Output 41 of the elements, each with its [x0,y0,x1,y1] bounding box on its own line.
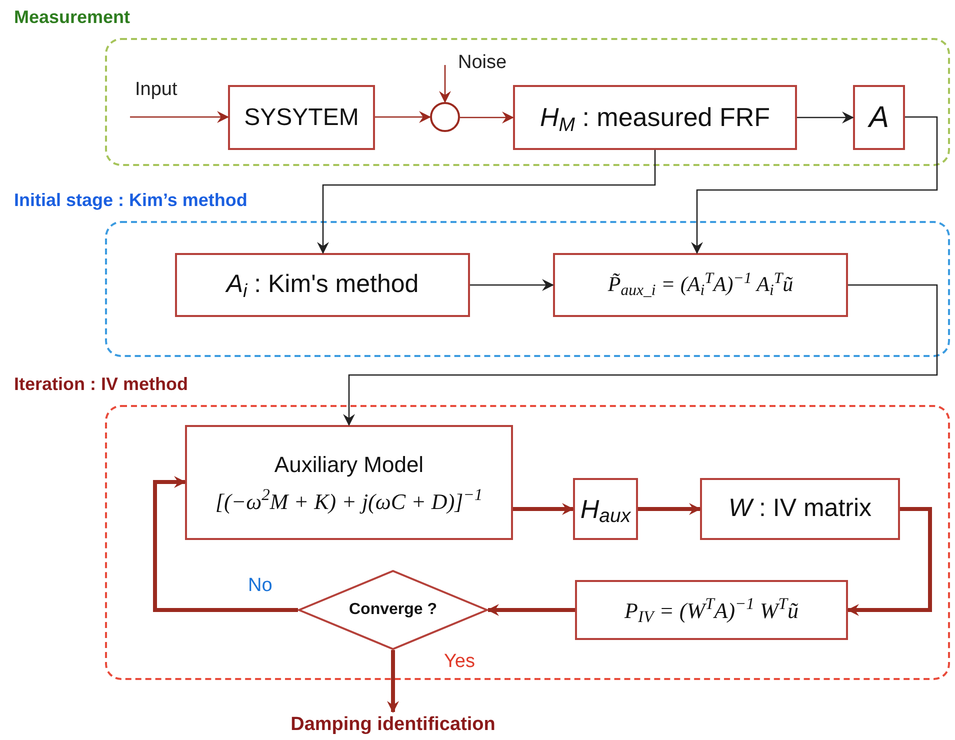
group-heading: Measurement [14,6,130,29]
process-box [573,478,638,540]
group-heading: Iteration : IV method [14,373,188,396]
arrow [847,507,932,616]
process-box [513,85,797,150]
arrow [375,111,431,123]
arrow [343,284,938,426]
box-label: Auxiliary Model [274,450,424,479]
arrow [487,604,575,616]
summing-junction [430,102,460,132]
box-label: W : IV matrix [728,493,872,524]
formula: [(−ω$^{2}$M + K) + j(ωC + D)]$^{−1}$ [215,484,483,516]
arrow [460,112,514,124]
process-box [575,580,848,640]
process-box [228,85,375,150]
decision-diamond [298,570,488,650]
box-label: SYSYTEM [244,102,359,132]
arrow [638,503,701,515]
group-heading: Initial stage : Kim’s method [14,189,248,212]
arrow [691,116,938,254]
process-box [700,478,900,540]
result-text: Damping identification [290,712,496,737]
arrow [317,150,656,254]
arrow [387,650,399,713]
arrow [513,503,574,515]
arrow [797,112,854,124]
arrow [470,279,554,291]
box-label: H$_{aux}$ [580,492,631,528]
box-label: A$_{i}$ : Kim's method [226,269,419,303]
process-box [185,425,513,540]
formula: P$_{IV}$ = (W$^{T}$A)$^{−1}$ W$^{T}$ũ [624,594,798,626]
box-label: H$_{M}$ : measured FRF [540,101,770,137]
process-box [175,253,470,317]
decision-label: Converge ? [348,600,437,620]
arrow [130,111,229,123]
arrow [153,476,298,612]
arrow [439,65,451,103]
box-label: A [868,100,889,136]
formula: P̃$_{aux_i}$ = (A$_{i}$$^{T}$A)$^{−1}$ A$_{i}$$^{T}$ũ [608,269,794,301]
process-box [553,253,848,317]
process-box [853,85,905,150]
